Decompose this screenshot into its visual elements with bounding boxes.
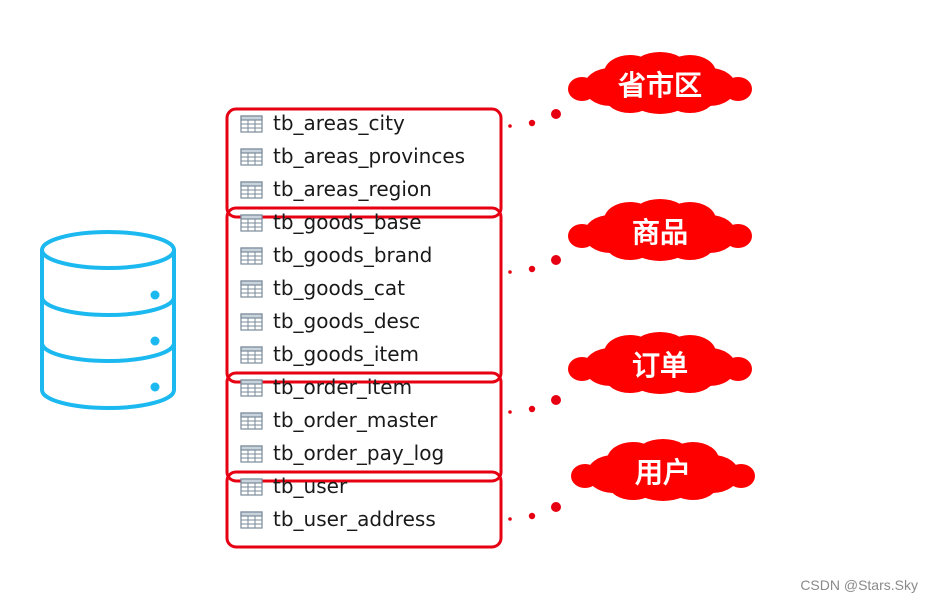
group-label: 订单	[632, 349, 688, 382]
table-name: tb_goods_brand	[273, 243, 432, 267]
table-row[interactable]: tb_goods_desc	[240, 309, 420, 333]
table-name: tb_areas_provinces	[273, 144, 465, 168]
table-name: tb_order_item	[273, 375, 412, 399]
table-icon	[240, 379, 263, 397]
table-icon	[240, 181, 263, 199]
table-name: tb_order_pay_log	[273, 441, 444, 465]
table-row[interactable]: tb_goods_cat	[240, 276, 405, 300]
database-light-3	[150, 382, 160, 392]
table-name: tb_areas_city	[273, 111, 405, 135]
table-row[interactable]: tb_user	[240, 474, 348, 498]
table-icon	[240, 478, 263, 496]
table-icon	[240, 346, 263, 364]
table-row[interactable]: tb_goods_base	[240, 210, 422, 234]
connector-dots	[508, 502, 561, 521]
group-frame	[225, 470, 503, 549]
table-icon	[240, 115, 263, 133]
database-band-2	[40, 342, 176, 363]
table-row[interactable]: tb_goods_item	[240, 342, 419, 366]
table-name: tb_goods_base	[273, 210, 422, 234]
database-top	[40, 230, 176, 270]
connector-dots	[508, 255, 561, 274]
table-name: tb_areas_region	[273, 177, 432, 201]
connector-dots	[508, 109, 561, 128]
table-row[interactable]: tb_order_master	[240, 408, 438, 432]
group-frame	[225, 206, 503, 384]
table-icon	[240, 280, 263, 298]
table-row[interactable]: tb_areas_provinces	[240, 144, 465, 168]
database-icon	[40, 230, 176, 410]
table-name: tb_user_address	[273, 507, 436, 531]
table-row[interactable]: tb_areas_region	[240, 177, 432, 201]
database-body	[40, 250, 176, 410]
table-icon	[240, 412, 263, 430]
table-row[interactable]: tb_goods_brand	[240, 243, 432, 267]
table-row[interactable]: tb_user_address	[240, 507, 436, 531]
group-label: 省市区	[618, 69, 702, 102]
database-light-1	[150, 290, 160, 300]
group-frame	[225, 371, 503, 483]
database-light-2	[150, 336, 160, 346]
table-name: tb_goods_cat	[273, 276, 405, 300]
group-frame	[225, 107, 503, 219]
cloud-bubble: 用户	[571, 439, 755, 501]
table-icon	[240, 313, 263, 331]
table-icon	[240, 511, 263, 529]
cloud-bubble: 商品	[568, 199, 752, 261]
table-name: tb_user	[273, 474, 348, 498]
table-name: tb_goods_desc	[273, 309, 420, 333]
table-icon	[240, 445, 263, 463]
table-row[interactable]: tb_areas_city	[240, 111, 405, 135]
group-label: 商品	[632, 216, 688, 249]
table-icon	[240, 214, 263, 232]
table-row[interactable]: tb_order_item	[240, 375, 412, 399]
table-icon	[240, 247, 263, 265]
table-name: tb_goods_item	[273, 342, 419, 366]
cloud-bubble: 省市区	[568, 52, 752, 114]
group-label: 用户	[635, 456, 691, 489]
cloud-bubble: 订单	[568, 332, 752, 394]
table-icon	[240, 148, 263, 166]
connector-dots	[508, 395, 561, 414]
table-row[interactable]: tb_order_pay_log	[240, 441, 444, 465]
database-band-1	[40, 296, 176, 317]
watermark: CSDN @Stars.Sky	[800, 577, 918, 593]
table-name: tb_order_master	[273, 408, 438, 432]
